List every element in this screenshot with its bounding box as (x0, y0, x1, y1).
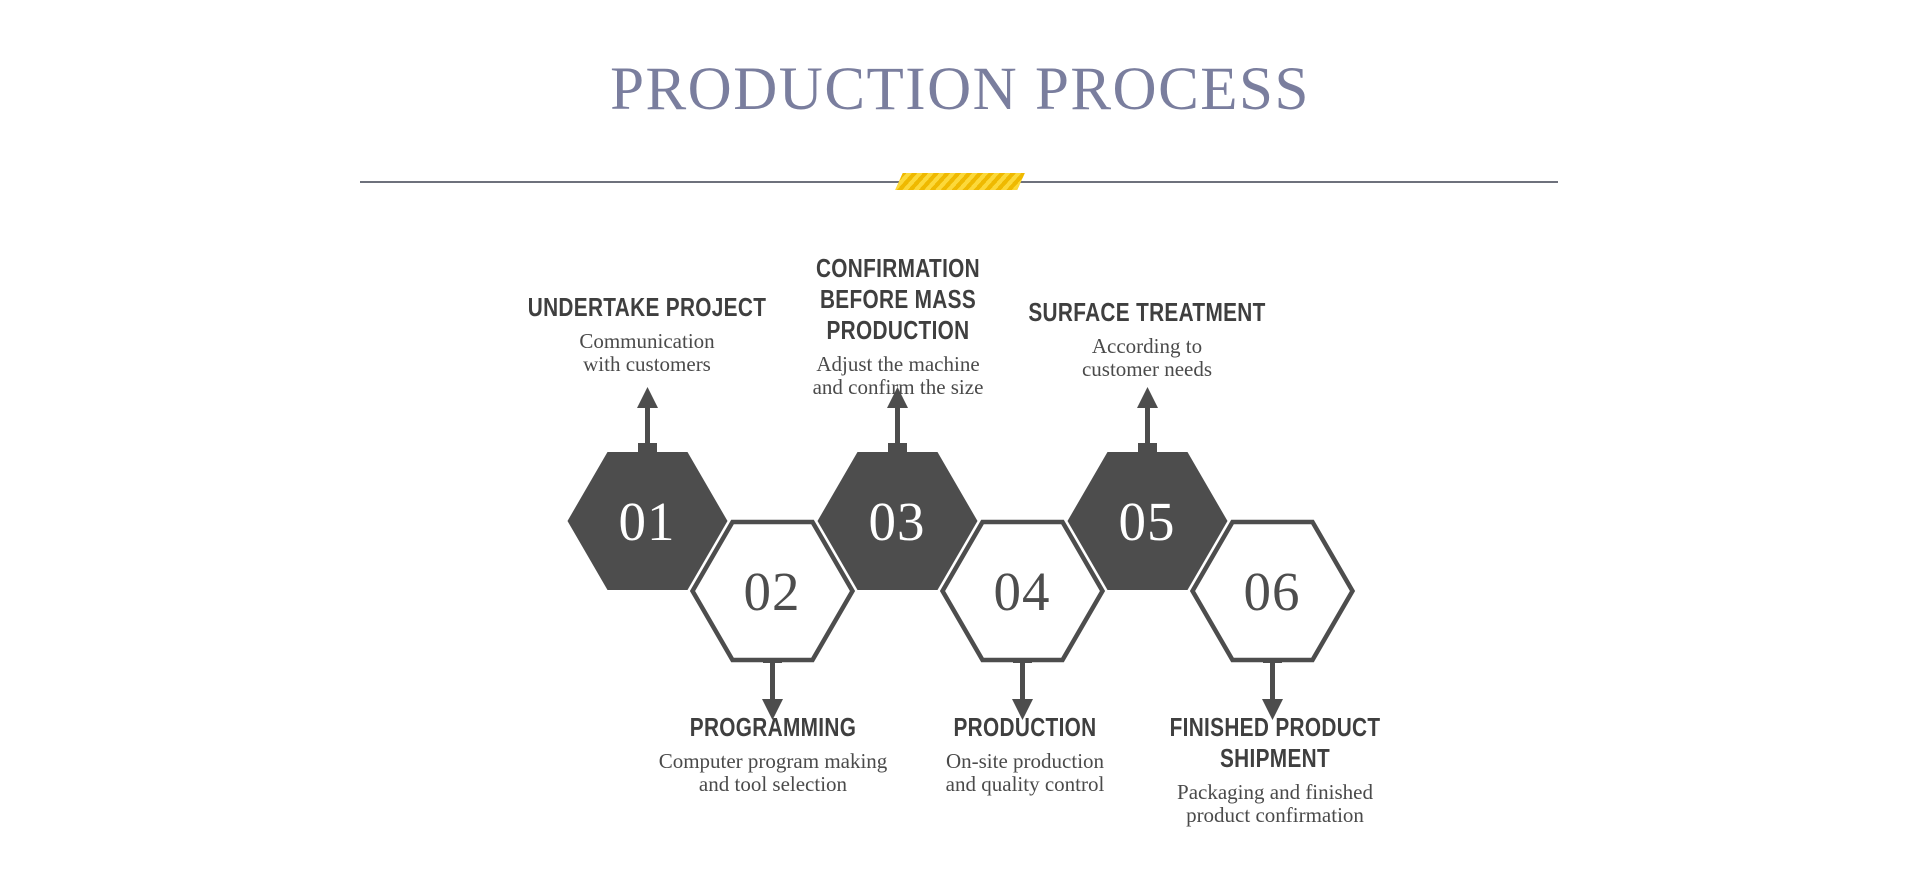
arrow-up-01 (637, 387, 658, 456)
title-block: PRODUCTION PROCESS (0, 54, 1920, 126)
step-heading-04: PRODUCTION (953, 712, 1097, 742)
step-description-03: Adjust the machine and confirm the size (812, 352, 984, 399)
step-label-03: CONFIRMATION BEFORE MASS PRODUCTION Adju… (742, 253, 1054, 399)
hexagon-03 (817, 452, 978, 590)
arrow-up-05 (1137, 387, 1158, 456)
step-heading-06: FINISHED PRODUCT SHIPMENT (1169, 712, 1381, 773)
hexagon-number-05: 05 (1118, 491, 1176, 552)
step-description-02: Computer program making and tool selecti… (658, 749, 888, 796)
step-heading-05: SURFACE TREATMENT (1028, 297, 1266, 327)
hexagon-01 (567, 452, 728, 590)
step-description-06: Packaging and finished product confirmat… (1177, 780, 1373, 827)
hexagon-number-02: 02 (743, 561, 801, 622)
hexagon-04 (939, 519, 1106, 663)
hexagon-number-04: 04 (993, 561, 1051, 622)
step-description-05: According to customer needs (1081, 334, 1213, 381)
step-description-04: On-site production and quality control (945, 749, 1105, 796)
step-heading-01: UNDERTAKE PROJECT (527, 292, 767, 322)
hexagons-outlined (689, 519, 1356, 663)
hexagons-filled (567, 452, 1228, 590)
step-label-05: SURFACE TREATMENT According to customer … (997, 297, 1297, 381)
hexagon-number-06: 06 (1243, 561, 1301, 622)
hexagon-02 (689, 519, 856, 663)
step-label-06: FINISHED PRODUCT SHIPMENT Packaging and … (1108, 712, 1442, 827)
step-description-01: Communication with customers (579, 329, 715, 376)
step-label-04: PRODUCTION On-site production and qualit… (880, 712, 1170, 796)
hexagon-number-01: 01 (618, 491, 676, 552)
step-label-02: PROGRAMMING Computer program making and … (612, 712, 934, 796)
hexagon-05 (1067, 452, 1228, 590)
step-heading-03: CONFIRMATION BEFORE MASS PRODUCTION (815, 253, 981, 345)
step-label-01: UNDERTAKE PROJECT Communication with cus… (487, 292, 807, 376)
step-heading-02: PROGRAMMING (689, 712, 857, 742)
hexagon-number-03: 03 (868, 491, 926, 552)
page-title: PRODUCTION PROCESS (610, 56, 1310, 123)
title-divider (360, 170, 1558, 194)
hexagon-06 (1189, 519, 1356, 663)
